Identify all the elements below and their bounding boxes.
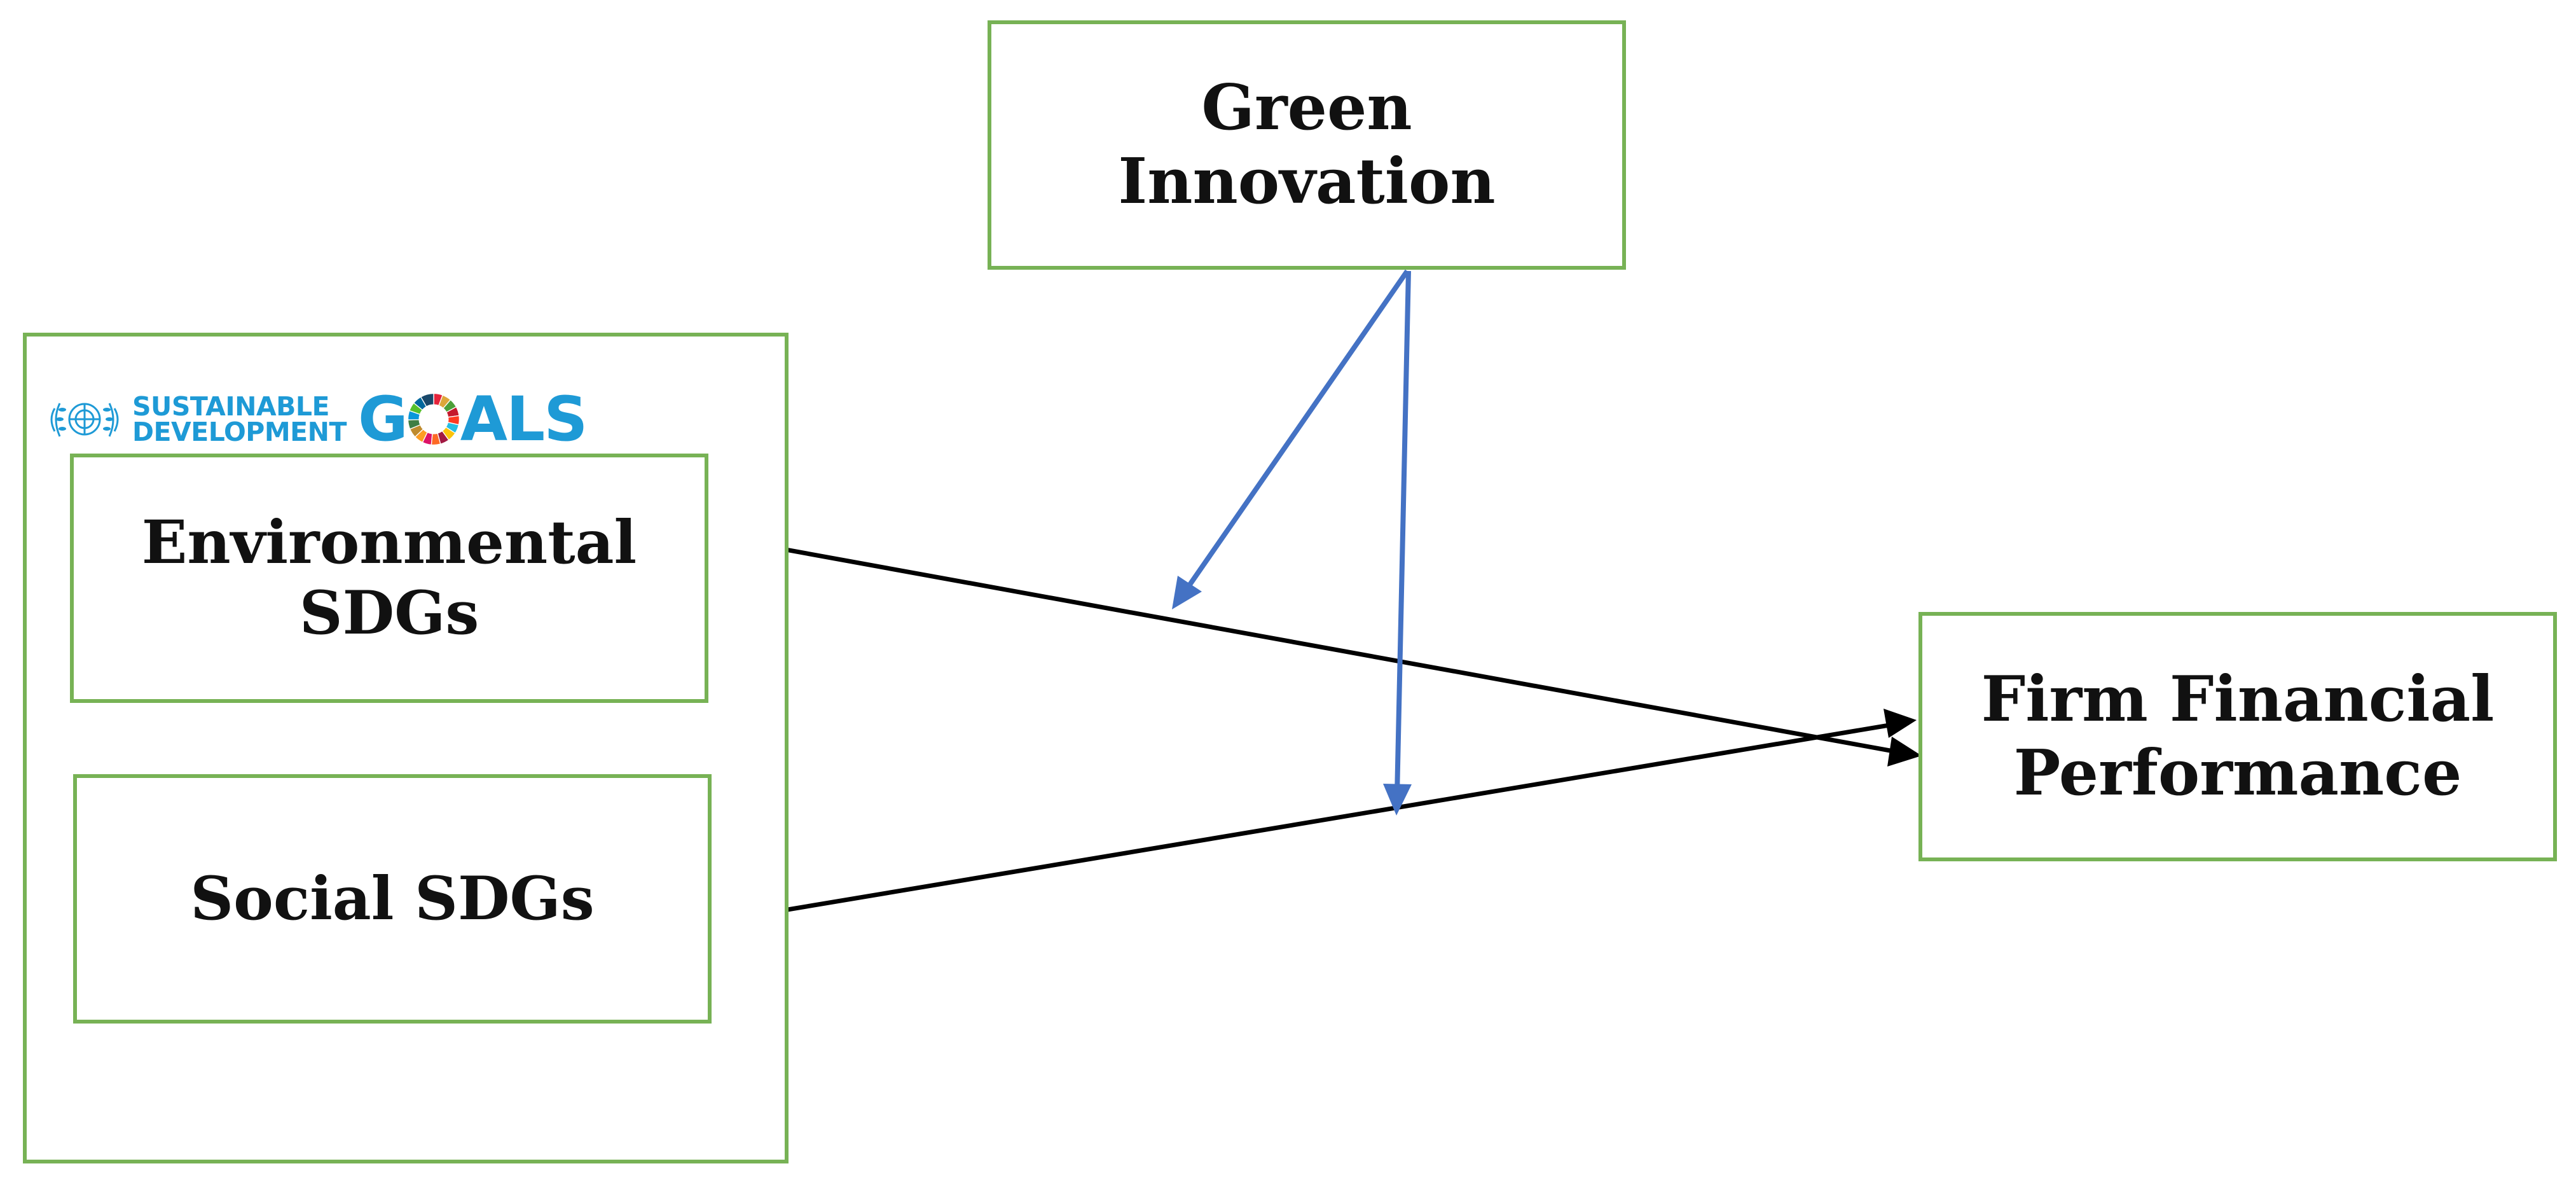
sdg-logo: SUSTAINABLE DEVELOPMENT G [41, 384, 588, 455]
sdg-logo-goals-g: G [357, 384, 408, 455]
sdg-logo-word-development: DEVELOPMENT [132, 417, 347, 447]
arrow-moderation-env [1180, 269, 1410, 597]
arrow-moderation-social [1395, 270, 1411, 796]
sdg-logo-words: SUSTAINABLE DEVELOPMENT [132, 391, 347, 447]
un-emblem-icon [50, 403, 119, 437]
sdg-color-wheel-icon [407, 392, 460, 446]
sdg-logo-word-sustainable: SUSTAINABLE [132, 391, 330, 422]
green-innovation-box: Green Innovation [988, 20, 1626, 270]
arrowhead-social-to-firm [1884, 709, 1917, 738]
green-innovation-label: Green Innovation [1118, 71, 1495, 218]
arrowhead-moderation-social [1383, 784, 1412, 816]
arrow-env-to-firm [712, 534, 1908, 756]
arrowhead-moderation-env [1172, 576, 1202, 609]
sdg-logo-goals-rest: ALS [460, 384, 588, 455]
environmental-sdgs-line1: Environmental [141, 508, 637, 578]
firm-financial-performance-line2: Performance [2013, 737, 2462, 810]
green-innovation-line2: Innovation [1118, 145, 1496, 218]
social-sdgs-box: Social SDGs [73, 774, 712, 1024]
firm-financial-performance-box: Firm Financial Performance [1918, 612, 2557, 861]
social-sdgs-label: Social SDGs [190, 863, 595, 934]
arrowhead-env-to-firm [1887, 737, 1922, 767]
environmental-sdgs-label: Environmental SDGs [142, 508, 637, 649]
firm-financial-performance-line1: Firm Financial [1981, 663, 2495, 737]
firm-financial-performance-label: Firm Financial Performance [1981, 663, 2495, 810]
green-innovation-line1: Green [1201, 71, 1412, 145]
sdg-logo-goals: G ALS [357, 384, 588, 455]
environmental-sdgs-box: Environmental SDGs [70, 454, 708, 703]
environmental-sdgs-line2: SDGs [299, 578, 479, 648]
arrow-social-to-firm [711, 720, 1905, 925]
